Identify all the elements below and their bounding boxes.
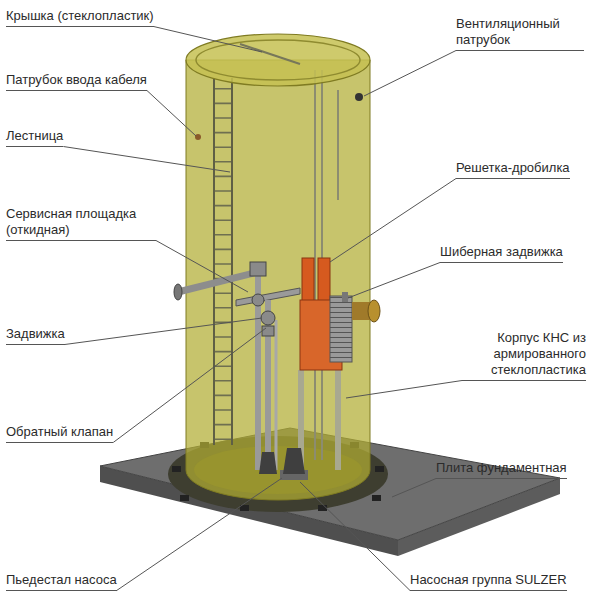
pedestal-label: Пьедестал насоса (6, 572, 117, 591)
ladder (214, 78, 232, 445)
leader-line (147, 91, 196, 137)
pump-group (259, 448, 308, 480)
body-label: Корпус КНС из армированного стеклопласти… (462, 330, 586, 381)
guide-rails (315, 70, 338, 460)
pump-label: Насосная группа SULZER (410, 572, 567, 591)
lid (186, 34, 370, 86)
check-valve-label: Обратный клапан (6, 424, 113, 443)
leader-line (364, 51, 456, 97)
vent-label: Вентиляционный патрубок (456, 16, 584, 51)
ladder-top (240, 44, 300, 64)
leader-line (156, 241, 248, 293)
knife-gate-label: Шиберная задвижка (440, 244, 563, 263)
leader-line (300, 482, 410, 591)
cable-entry (195, 134, 201, 140)
leader-line (392, 479, 436, 498)
ladder-label: Лестница (6, 128, 63, 147)
vent-pipe (355, 93, 363, 101)
plate-label: Плита фундаментная (436, 460, 567, 479)
leader-line (348, 263, 440, 299)
leader-line (65, 318, 262, 345)
inlet-pipe (352, 300, 380, 322)
leader-line (63, 147, 230, 173)
valve-label: Задвижка (6, 326, 65, 345)
leader-line (154, 27, 262, 53)
leader-line (117, 478, 282, 591)
lid-rim (196, 40, 360, 80)
discharge-pipe (174, 262, 276, 470)
leader-line (330, 179, 456, 263)
grinder-label: Решетка-дробилка (456, 160, 570, 179)
lid-label: Крышка (стеклопластик) (6, 8, 154, 27)
valves (250, 262, 275, 336)
leader-line (113, 328, 266, 443)
leader-line (346, 381, 462, 399)
platform-label: Сервисная площадка (откидная) (6, 206, 156, 241)
grinder (298, 258, 352, 470)
cable-entry-label: Патрубок ввода кабеля (6, 72, 147, 91)
